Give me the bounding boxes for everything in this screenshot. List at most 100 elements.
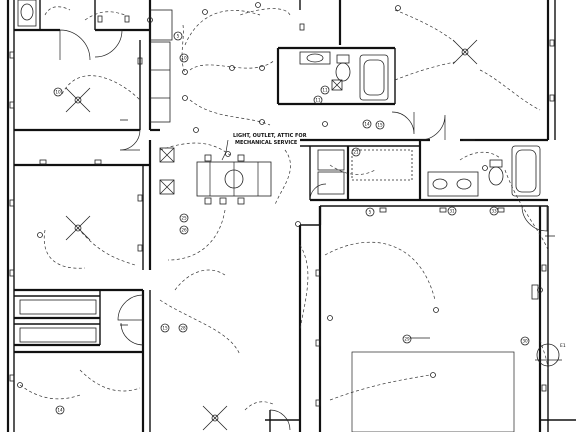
circuit-tag-number: 31: [449, 209, 455, 214]
light-fixture-icon: [259, 65, 265, 71]
light-fixture-icon: [482, 165, 488, 171]
outlet-icon: [9, 101, 15, 109]
circuit-tag-number: 26: [181, 228, 187, 233]
outlet-icon: [124, 15, 130, 23]
circuit-tag-circle: [179, 53, 189, 63]
light-fixture-icon: [182, 95, 188, 101]
circuit-tag-circle: [489, 206, 499, 216]
circuit-tag-circle: [447, 206, 457, 216]
circuit-tags: 5 10 11 14 15 21 25 26 28 29 30 31 33 5 10 11 14 15: [53, 31, 530, 415]
circuit-tag-number: 15: [377, 123, 383, 128]
circuit-tag-circle: [173, 31, 183, 41]
circuit-tag: 10: [53, 87, 63, 97]
circuit-tag-number: 14: [364, 122, 370, 127]
light-fixture-icon: [295, 221, 301, 227]
circuit-tag-number: 5: [177, 34, 180, 39]
panel-label: E1: [560, 343, 566, 349]
circuit-tag: 5: [365, 207, 375, 217]
circuit-tag-number: 15: [162, 326, 168, 331]
light-fixture-icon: [147, 17, 153, 23]
circuit-tag-number: 11: [315, 98, 321, 103]
circuit-tag-circle: [351, 147, 361, 157]
walls: [6, 0, 576, 432]
circuit-tag-number: 5: [369, 210, 372, 215]
circuit-tag-circle: [53, 87, 63, 97]
circuit-tag-number: 14: [57, 408, 63, 413]
circuit-tag: 15: [160, 323, 170, 333]
circuit-tag: 15: [375, 120, 385, 130]
ceiling-fan-icon: [202, 405, 228, 431]
ceiling-fan-icon: [65, 87, 91, 113]
door-swing-icon: [59, 29, 91, 61]
circuit-tag-number: 10: [55, 90, 61, 95]
circuit-tag-number: 28: [180, 326, 186, 331]
light-fixture-icon: [37, 232, 43, 238]
circuit-tag-circle: [178, 323, 188, 333]
circuit-tag-circle: [179, 225, 189, 235]
outlet-icon: [439, 207, 447, 213]
outlet-icon: [299, 23, 305, 31]
outlet-icon: [9, 51, 15, 59]
circuit-tag-circle: [179, 213, 189, 223]
light-fixture-icon: [202, 9, 208, 15]
light-fixtures: [17, 2, 543, 388]
circuit-tag: 11: [320, 85, 330, 95]
circuit-tag: 26: [179, 225, 189, 235]
circuit-tag: 25: [179, 213, 189, 223]
outlet-icon: [541, 384, 547, 392]
light-fixture-icon: [193, 127, 199, 133]
ceiling-fan-icon: [452, 39, 478, 65]
circuit-tag-number: 10: [181, 56, 187, 61]
circuit-tag: 28: [178, 323, 188, 333]
toilet-icon: [335, 62, 351, 82]
outlet-icon: [497, 207, 505, 213]
light-fixture-icon: [229, 65, 235, 71]
circuit-tag: 31: [447, 206, 457, 216]
wall-devices: [9, 15, 555, 407]
tub-icon: [359, 54, 389, 101]
outlet-icon: [137, 244, 143, 252]
light-fixture-icon: [433, 307, 439, 313]
circuit-tag: 10: [179, 53, 189, 63]
circuit-tag-number: 30: [522, 339, 528, 344]
outlet-icon: [549, 94, 555, 102]
circuit-tag-number: 21: [353, 150, 359, 155]
circuit-tag-circle: [365, 207, 375, 217]
ceiling-fans: [65, 39, 478, 431]
wiring-runs: [19, 6, 549, 411]
attic-note: LIGHT, OUTLET, ATTIC FOR MECHANICAL SERV…: [221, 133, 307, 161]
light-fixture-icon: [225, 151, 231, 157]
outlet-icon: [9, 269, 15, 277]
circuit-tag-circle: [402, 334, 412, 344]
circuit-tag-number: 33: [491, 209, 497, 214]
attic-note-line1: LIGHT, OUTLET, ATTIC FOR: [233, 133, 307, 139]
light-fixture-icon: [322, 121, 328, 127]
light-fixture-icon: [182, 69, 188, 75]
circuit-tag: 14: [362, 119, 372, 129]
light-fixture-icon: [395, 5, 401, 11]
outlet-icon: [97, 15, 103, 23]
circuit-tag: 29: [402, 334, 412, 344]
sink-icon: [306, 53, 324, 63]
plumbing-fixtures: [17, 0, 541, 343]
circuit-tag: 5: [173, 31, 183, 41]
circuit-tag-number: 29: [404, 337, 410, 342]
outlet-icon: [94, 159, 102, 165]
outlet-icon: [9, 199, 15, 207]
outlet-icon: [9, 374, 15, 382]
outlet-icon: [379, 207, 387, 213]
outlet-icon: [137, 194, 143, 202]
attic-note-line2: MECHANICAL SERVICE: [235, 140, 298, 146]
circuit-tag-circle: [313, 95, 323, 105]
circuit-tag-number: 25: [181, 216, 187, 221]
light-fixture-icon: [537, 287, 543, 293]
light-fixture-icon: [255, 2, 261, 8]
circuit-tag-circle: [320, 85, 330, 95]
outlet-icon: [315, 339, 321, 347]
electrical-panel-icon: E1: [531, 284, 566, 367]
light-fixture-icon: [17, 382, 23, 388]
outlet-icon: [39, 159, 47, 165]
light-fixture-icon: [259, 119, 265, 125]
